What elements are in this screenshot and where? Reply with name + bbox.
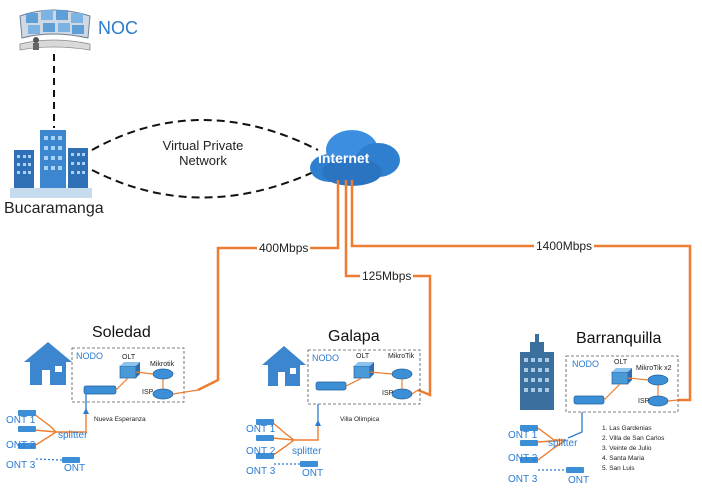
site-galapa bbox=[256, 346, 421, 467]
ont-icon bbox=[300, 461, 318, 467]
ont-icon bbox=[18, 410, 36, 416]
noc-monitors-icon bbox=[19, 9, 91, 51]
mikrotik-router-icon bbox=[391, 368, 413, 380]
service-area-item: 3. Veinte de Julio bbox=[602, 445, 652, 452]
ont-label: ONT 3 bbox=[6, 460, 36, 471]
isp-router-icon bbox=[647, 395, 669, 407]
olt-icon bbox=[119, 362, 140, 379]
ont-icon bbox=[62, 457, 80, 463]
ont-icon bbox=[18, 443, 36, 449]
isp-label: ISP bbox=[638, 398, 650, 405]
service-area-item: 2. Villa de San Carlos bbox=[602, 435, 665, 442]
ont-icon bbox=[566, 467, 584, 473]
ont-label: ONT 2 bbox=[246, 446, 276, 457]
site-barranquilla bbox=[520, 334, 679, 473]
ont-label: ONT 2 bbox=[6, 440, 36, 451]
hq-label: Bucaramanga bbox=[4, 200, 104, 217]
internet-label: Internet bbox=[318, 150, 370, 166]
ont-icon bbox=[520, 425, 538, 431]
vpn-arc-top bbox=[91, 119, 319, 151]
skyscraper-icon bbox=[520, 334, 554, 410]
isp-label: ISP bbox=[142, 389, 154, 396]
pon-label: Villa Olimpica bbox=[340, 416, 380, 423]
nodo-label: NODO bbox=[572, 359, 599, 369]
ont-label: ONT 1 bbox=[6, 415, 36, 426]
bandwidth-label-barranquilla: 1400Mbps bbox=[534, 239, 595, 253]
ont-icon bbox=[256, 453, 274, 459]
nodo-label: NODO bbox=[76, 351, 103, 361]
switch-icon bbox=[83, 385, 117, 395]
service-area-item: 4. Santa Maria bbox=[602, 455, 645, 462]
service-areas-list: 1. Las Gardenias 2. Villa de San Carlos … bbox=[602, 424, 664, 474]
isp-label: ISP bbox=[382, 390, 394, 397]
mikrotik-router-icon bbox=[152, 368, 174, 380]
internet-cloud-icon bbox=[310, 130, 400, 186]
bandwidth-label-galapa: 125Mbps bbox=[360, 269, 414, 283]
service-area-item: 5. San Luis bbox=[602, 465, 635, 472]
ont-label: ONT bbox=[64, 463, 86, 474]
house-icon bbox=[262, 346, 306, 386]
ont-icon bbox=[520, 457, 538, 463]
link-barranquilla bbox=[350, 180, 692, 402]
olt-icon bbox=[611, 368, 632, 385]
ont-icon bbox=[520, 440, 538, 446]
ont-label: ONT 1 bbox=[246, 424, 276, 435]
ont-label: ONT 3 bbox=[246, 466, 276, 477]
splitter-label: splitter bbox=[548, 438, 578, 449]
olt-label: OLT bbox=[122, 354, 136, 361]
fiber-links bbox=[197, 180, 692, 402]
nodo-box bbox=[71, 347, 185, 403]
olt-label: OLT bbox=[356, 353, 370, 360]
switch-icon bbox=[315, 381, 347, 391]
vpn-label-line2: Network bbox=[179, 153, 227, 168]
isp-router-icon bbox=[152, 388, 174, 400]
site-name-galapa: Galapa bbox=[328, 328, 380, 345]
ont-icon bbox=[256, 419, 274, 425]
splitter-label: splitter bbox=[292, 446, 322, 457]
ont-label: ONT 1 bbox=[508, 430, 538, 441]
isp-router-icon bbox=[391, 388, 413, 400]
ont-icon bbox=[18, 426, 36, 432]
router-label: MikroTik x2 bbox=[636, 365, 672, 372]
link-soledad bbox=[197, 180, 340, 392]
splitter-label: splitter bbox=[58, 430, 88, 441]
ont-label: ONT 3 bbox=[508, 474, 538, 485]
vpn-label-line1: Virtual Private bbox=[162, 138, 244, 153]
noc-label: NOC bbox=[98, 18, 138, 38]
site-name-barranquilla: Barranquilla bbox=[576, 330, 662, 347]
site-name-soledad: Soledad bbox=[92, 324, 151, 341]
nodo-box bbox=[565, 355, 679, 413]
vpn-label: Virtual Private Network bbox=[144, 138, 262, 168]
router-label: Mikrotik bbox=[150, 361, 175, 368]
ont-label: ONT bbox=[568, 475, 590, 486]
ont-label: ONT 2 bbox=[508, 453, 538, 464]
mikrotik-router-icon bbox=[647, 374, 669, 386]
nodo-label: NODO bbox=[312, 353, 339, 363]
link-galapa bbox=[344, 180, 432, 397]
olt-icon bbox=[353, 362, 374, 379]
ont-icon bbox=[256, 435, 274, 441]
olt-label: OLT bbox=[614, 359, 628, 366]
office-building-icon bbox=[10, 130, 92, 198]
house-icon bbox=[24, 342, 72, 385]
router-label: MikroTik bbox=[388, 353, 415, 360]
pon-label: Nueva Esperanza bbox=[94, 416, 146, 423]
ont-label: ONT bbox=[302, 468, 324, 479]
service-area-item: 1. Las Gardenias bbox=[602, 425, 652, 432]
vpn-arc-bottom bbox=[91, 169, 319, 199]
bandwidth-label-soledad: 400Mbps bbox=[257, 241, 311, 255]
nodo-box bbox=[307, 349, 421, 405]
site-soledad bbox=[18, 342, 199, 463]
switch-icon bbox=[573, 395, 605, 405]
